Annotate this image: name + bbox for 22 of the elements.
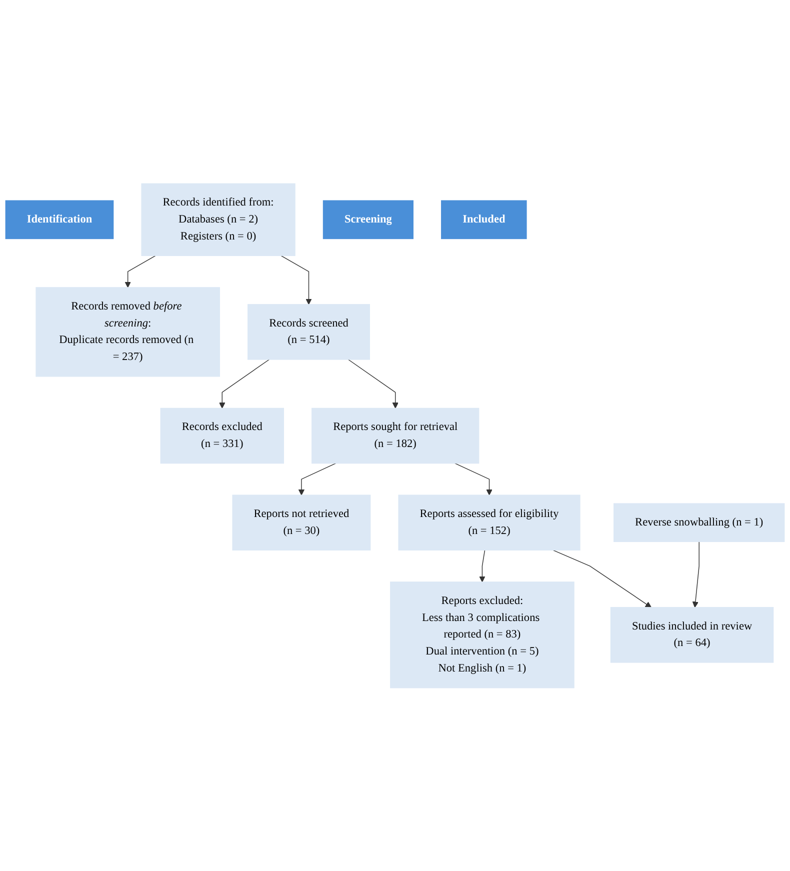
node-box: Records screened (n = 514) — [248, 304, 370, 360]
node-box: Included — [441, 200, 527, 239]
node-box: Records removed before screening: Duplicate records removed (n = 237) — [36, 286, 220, 377]
node-box: Screening — [322, 200, 414, 239]
arrow — [552, 550, 652, 608]
arrow — [219, 358, 270, 408]
node-box: Reports assessed for eligibility (n = 152) — [398, 494, 580, 550]
node-box: Reports sought for retrieval (n = 182) — [312, 408, 480, 464]
node-box: Records excluded (n = 331) — [160, 408, 284, 464]
node-box: Studies included in review (n = 64) — [610, 606, 774, 663]
node-box: Identification — [5, 200, 114, 239]
arrow — [298, 462, 336, 496]
arrow — [280, 255, 312, 304]
node-box: Records identified from: Databases (n = 2) Registers (n = 0) — [141, 183, 296, 256]
node-box: Reports not retrieved (n = 30) — [232, 494, 371, 550]
node-box: Reverse snowballing (n = 1) — [614, 502, 785, 542]
arrow — [124, 255, 156, 288]
arrow — [692, 541, 700, 608]
arrow — [348, 358, 398, 408]
node-box: Reports excluded: Less than 3 complications reported (n = 83) Dual intervention (n = 5) Not English (n = 1) — [390, 581, 574, 688]
arrow — [479, 550, 486, 582]
arrow — [454, 462, 492, 496]
